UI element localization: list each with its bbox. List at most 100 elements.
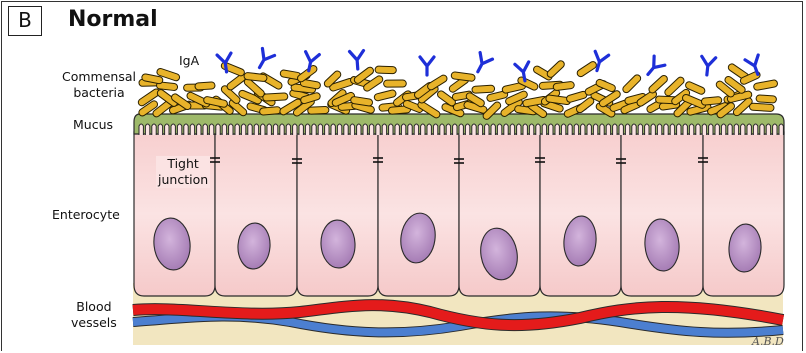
- microvillus: [779, 124, 783, 135]
- microvillus: [190, 124, 194, 135]
- iga-antibody: [643, 56, 665, 79]
- microvillus: [510, 124, 514, 135]
- microvillus: [446, 124, 450, 135]
- bacterium: [263, 93, 288, 101]
- enterocyte-label: Enterocyte: [52, 207, 120, 223]
- bacterium: [472, 85, 495, 93]
- microvillus: [523, 124, 527, 135]
- microvillus: [222, 124, 226, 135]
- microvillus: [645, 124, 649, 135]
- microvillus: [728, 124, 732, 135]
- microvillus: [497, 124, 501, 135]
- microvillus: [433, 124, 437, 135]
- microvillus: [273, 124, 277, 135]
- microvillus: [241, 124, 245, 135]
- microvillus: [651, 124, 655, 135]
- microvillus: [542, 124, 546, 135]
- microvillus: [305, 124, 309, 135]
- microvillus: [152, 124, 156, 135]
- bacterium: [546, 59, 566, 78]
- microvillus: [197, 124, 201, 135]
- microvillus: [389, 124, 393, 135]
- microvillus: [670, 124, 674, 135]
- panel-letter: B: [8, 6, 42, 36]
- microvillus: [568, 124, 572, 135]
- microvillus: [619, 124, 623, 135]
- microvillus: [158, 124, 162, 135]
- microvillus: [689, 124, 693, 135]
- microvillus: [760, 124, 764, 135]
- microvillus: [337, 124, 341, 135]
- microvillus: [248, 124, 252, 135]
- microvillus: [485, 124, 489, 135]
- bacterium: [621, 73, 642, 94]
- microvillus: [280, 124, 284, 135]
- microvillus: [478, 124, 482, 135]
- microvillus: [581, 124, 585, 135]
- microvillus: [395, 124, 399, 135]
- microvillus: [747, 124, 751, 135]
- microvillus: [766, 124, 770, 135]
- microvillus: [229, 124, 233, 135]
- microvillus: [165, 124, 169, 135]
- microvillus: [741, 124, 745, 135]
- microvillus: [414, 124, 418, 135]
- microvillus: [344, 124, 348, 135]
- microvillus: [184, 124, 188, 135]
- bacterium: [701, 96, 722, 105]
- microvillus: [465, 124, 469, 135]
- bacterium: [259, 106, 281, 115]
- microvillus: [491, 124, 495, 135]
- tight-junction-label: Tight junction: [156, 156, 210, 188]
- microvillus: [613, 124, 617, 135]
- microvillus: [453, 124, 457, 135]
- microvillus: [427, 124, 431, 135]
- microvillus: [753, 124, 757, 135]
- microvillus: [171, 124, 175, 135]
- microvillus: [721, 124, 725, 135]
- blood-vessels-label: Blood vessels: [71, 299, 117, 331]
- microvillus: [363, 124, 367, 135]
- microvillus: [254, 124, 258, 135]
- panel-title: Normal: [68, 7, 158, 32]
- bacterium: [195, 82, 215, 90]
- microvillus: [421, 124, 425, 135]
- microvillus: [459, 124, 463, 135]
- bacterium: [375, 66, 396, 74]
- enterocyte-cell: [215, 132, 297, 296]
- microvillus: [664, 124, 668, 135]
- microvillus: [139, 124, 143, 135]
- microvillus: [318, 124, 322, 135]
- commensal-bacteria-cluster: [137, 59, 778, 120]
- iga-antibody: [472, 53, 493, 75]
- artist-signature: A.B.D: [752, 335, 784, 348]
- microvillus: [261, 124, 265, 135]
- iga-antibody: [700, 56, 716, 75]
- microvillus: [331, 124, 335, 135]
- bacterium: [374, 89, 397, 101]
- microvillus: [683, 124, 687, 135]
- microvillus: [325, 124, 329, 135]
- microvillus: [549, 124, 553, 135]
- microvillus: [299, 124, 303, 135]
- bacterium: [308, 106, 329, 114]
- microvillus: [677, 124, 681, 135]
- microvillus: [350, 124, 354, 135]
- bacterium: [756, 95, 777, 103]
- microvillus: [382, 124, 386, 135]
- microvillus: [440, 124, 444, 135]
- microvillus: [574, 124, 578, 135]
- microvillus: [145, 124, 149, 135]
- microvillus: [472, 124, 476, 135]
- microvillus: [203, 124, 207, 135]
- microvillus: [235, 124, 239, 135]
- microvillus: [357, 124, 361, 135]
- microvillus: [638, 124, 642, 135]
- microvillus: [587, 124, 591, 135]
- microvillus: [657, 124, 661, 135]
- microvillus: [709, 124, 713, 135]
- microvillus: [715, 124, 719, 135]
- iga-label: IgA: [179, 53, 199, 69]
